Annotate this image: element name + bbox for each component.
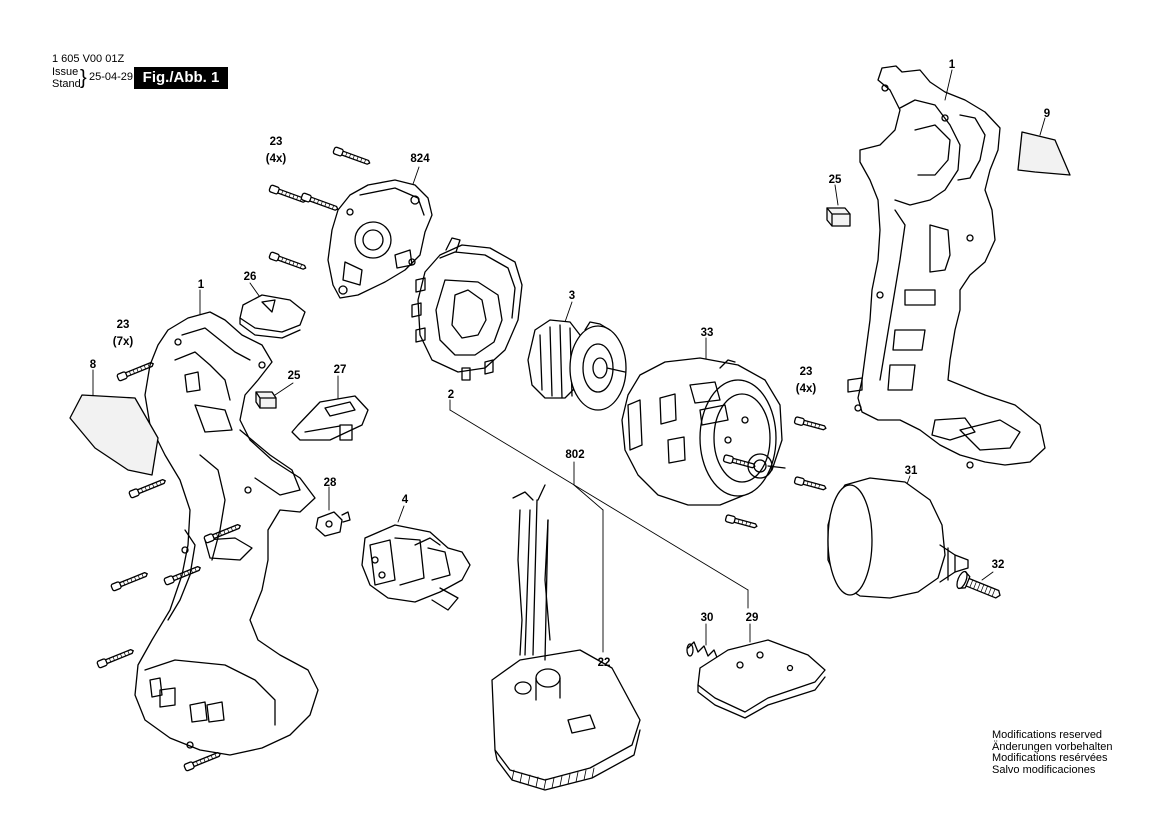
callout-4x-top: (4x) <box>266 153 287 165</box>
note-fr: Modifications resérvées <box>992 752 1108 765</box>
document-number: 1 605 V00 01Z <box>52 53 125 65</box>
header-brace: } <box>80 67 87 89</box>
callout-1-left: 1 <box>198 279 205 291</box>
note-de: Änderungen vorbehalten <box>992 740 1113 753</box>
callout-29: 29 <box>746 612 759 624</box>
switch-4 <box>361 524 471 611</box>
led-28 <box>315 511 351 537</box>
callout-labels: 1 9 25 23 (4x) 824 26 1 23 (7x) 8 25 27 … <box>90 59 1050 669</box>
issue-label: Issue <box>52 66 79 78</box>
armature-3 <box>527 319 627 411</box>
plate-29 <box>697 639 826 719</box>
issue-date: 25-04-29 <box>89 71 134 83</box>
callout-27: 27 <box>334 364 347 376</box>
electronics-22 <box>491 484 641 791</box>
screws-23-top <box>268 146 371 270</box>
callout-28: 28 <box>324 477 337 489</box>
callout-802: 802 <box>565 449 584 461</box>
figure-label: Fig./Abb. 1 <box>134 67 228 89</box>
callout-23-mid: 23 <box>800 366 813 378</box>
callout-8: 8 <box>90 359 97 371</box>
callout-25-left: 25 <box>288 370 301 382</box>
stator-2 <box>411 237 523 381</box>
modifications-notes: Modifications reserved Änderungen vorbeh… <box>992 729 1113 776</box>
screws-23-left <box>96 362 241 772</box>
end-plate-824 <box>327 179 433 299</box>
callout-23-top: 23 <box>270 136 283 148</box>
callout-9: 9 <box>1044 108 1050 120</box>
callout-1-right: 1 <box>949 59 956 71</box>
callout-22: 22 <box>598 657 611 669</box>
callout-30: 30 <box>701 612 714 624</box>
screws-23-mid <box>722 416 827 529</box>
callout-25-right: 25 <box>829 174 842 186</box>
callout-33: 33 <box>701 327 714 339</box>
label-plate-8 <box>69 394 159 476</box>
note-en: Modifications reserved <box>992 729 1103 741</box>
switch-slider-27 <box>291 395 369 441</box>
callout-4x-mid: (4x) <box>796 383 817 395</box>
callout-7x: (7x) <box>113 336 134 348</box>
callout-23-left: 23 <box>117 319 130 331</box>
rubber-pad-25-right <box>826 207 851 227</box>
callout-824: 824 <box>410 153 430 165</box>
leader-lines <box>92 69 1046 653</box>
callout-4: 4 <box>402 494 409 506</box>
label-plate-9 <box>1017 131 1071 176</box>
stand-label: Stand <box>52 78 81 90</box>
chuck-31 <box>827 477 969 599</box>
rubber-pad-25-left <box>255 391 277 409</box>
callout-2: 2 <box>448 389 454 401</box>
callout-26: 26 <box>244 271 257 283</box>
chuck-screw-32 <box>956 570 1001 599</box>
callout-32: 32 <box>992 559 1005 571</box>
callout-31: 31 <box>905 465 918 477</box>
slide-cover-26 <box>239 294 306 339</box>
callout-3: 3 <box>569 290 575 302</box>
note-es: Salvo modificaciones <box>992 763 1096 776</box>
housing-half-right <box>847 65 1046 469</box>
gearbox-33 <box>621 357 786 506</box>
